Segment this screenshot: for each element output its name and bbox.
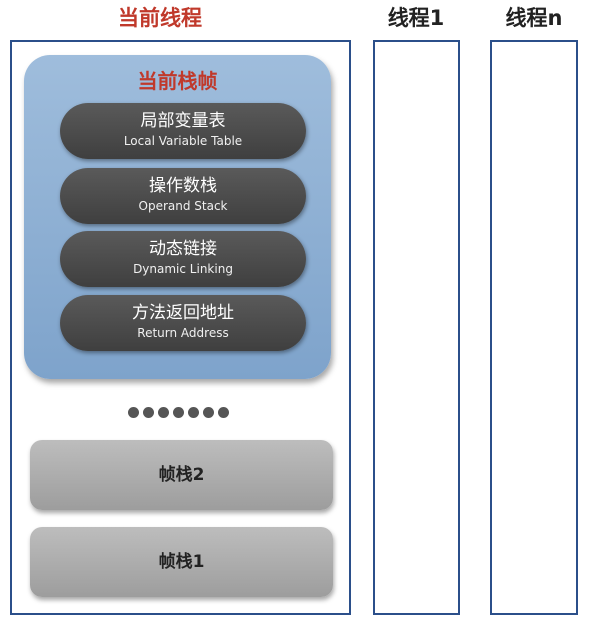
pill-en-label: Dynamic Linking (133, 262, 233, 276)
pill-zh-label: 方法返回地址 (132, 303, 234, 323)
ellipsis-dot (143, 407, 154, 418)
return-address: 方法返回地址 Return Address (60, 295, 306, 351)
operand-stack: 操作数栈 Operand Stack (60, 168, 306, 224)
pill-zh-label: 操作数栈 (149, 176, 217, 196)
pill-en-label: Operand Stack (138, 199, 228, 213)
ellipsis-dot (203, 407, 214, 418)
pill-en-label: Return Address (137, 326, 229, 340)
stack-frame-2: 帧栈2 (30, 440, 333, 510)
ellipsis-dot (188, 407, 199, 418)
pill-en-label: Local Variable Table (123, 134, 243, 148)
thread-n-title: 线程n (505, 6, 563, 30)
ellipsis-dots (128, 403, 233, 418)
ellipsis-dot (128, 407, 139, 418)
thread-n-stack (490, 40, 578, 615)
ellipsis-dot (218, 407, 229, 418)
pill-zh-label: 动态链接 (149, 239, 217, 259)
ellipsis-dot (158, 407, 169, 418)
dynamic-linking: 动态链接 Dynamic Linking (60, 231, 306, 287)
current-frame-title: 当前栈帧 (137, 69, 218, 93)
current-thread-title: 当前线程 (118, 6, 202, 30)
stack-frame-1: 帧栈1 (30, 527, 333, 597)
local-variable-table: 局部变量表 Local Variable Table (60, 103, 306, 159)
pill-zh-label: 局部变量表 (140, 111, 226, 131)
thread-1-stack (373, 40, 460, 615)
thread-1-title: 线程1 (387, 6, 445, 30)
ellipsis-dot (173, 407, 184, 418)
current-stack-frame: 当前栈帧 局部变量表 Local Variable Table 操作数栈 Ope… (24, 55, 331, 379)
